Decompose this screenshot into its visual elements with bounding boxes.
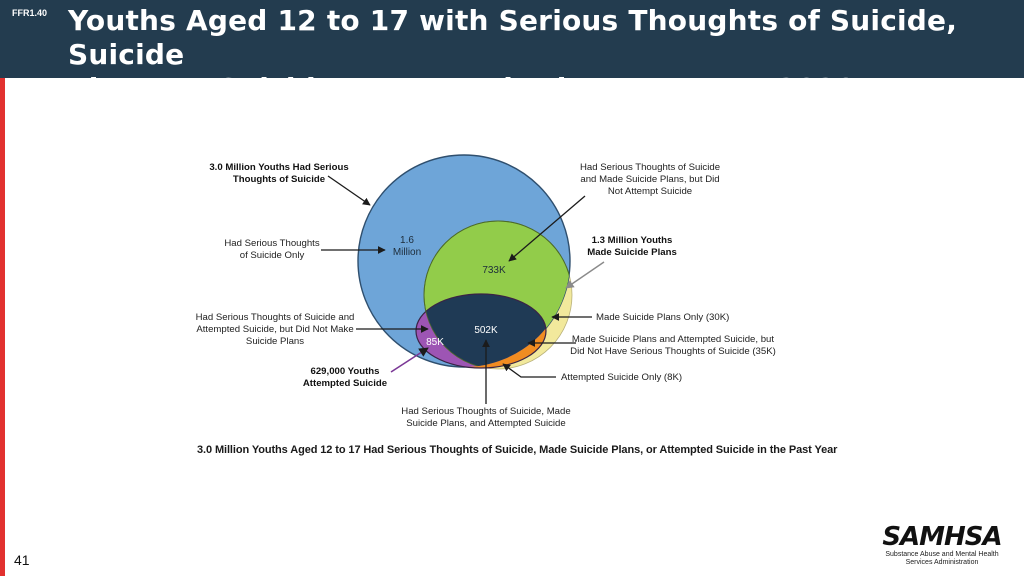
title-line-2: Plans, or Suicide Attempts in the Past Y…: [68, 72, 856, 105]
logo-subtitle-2: Services Administration: [905, 559, 979, 566]
arrow-thoughts-total: [327, 175, 371, 206]
callout-plans-total-1: 1.3 Million Youths: [592, 235, 673, 246]
thoughts-plans-value: 733K: [482, 265, 506, 276]
logo-subtitle-1: Substance Abuse and Mental Health: [885, 551, 999, 558]
callout-plans-attempt-1: Made Suicide Plans and Attempted Suicide…: [572, 334, 774, 345]
callout-thoughts-plans-2: and Made Suicide Plans, but Did: [580, 174, 719, 185]
callout-attempted-total-1: 629,000 Youths: [311, 366, 380, 377]
callout-thoughts-plans-1: Had Serious Thoughts of Suicide: [580, 162, 720, 173]
callout-thoughts-attempt-3: Suicide Plans: [246, 336, 304, 347]
callout-thoughts-total-2: Thoughts of Suicide: [233, 174, 325, 185]
thoughts-only-value-2: Million: [393, 247, 421, 258]
plans-outline: [423, 220, 570, 367]
callout-all-three-1: Had Serious Thoughts of Suicide, Made: [401, 406, 570, 417]
callout-thoughts-only-1: Had Serious Thoughts: [224, 238, 319, 249]
samhsa-logo: SAMHSA Substance Abuse and Mental Health…: [872, 523, 1012, 567]
callout-all-three-2: Suicide Plans, and Attempted Suicide: [406, 418, 565, 429]
title-line-1: Youths Aged 12 to 17 with Serious Though…: [68, 4, 958, 71]
callout-thoughts-total-1: 3.0 Million Youths Had Serious: [209, 162, 348, 173]
diagram-caption: 3.0 Million Youths Aged 12 to 17 Had Ser…: [197, 444, 838, 456]
arrow-plans-total: [565, 261, 605, 289]
header-bar: FFR1.40 Youths Aged 12 to 17 with Seriou…: [0, 0, 1024, 105]
arrow-thoughts-plans: [508, 195, 586, 262]
callout-attempted-total-2: Attempted Suicide: [303, 378, 387, 389]
attempted-outline: [415, 293, 547, 369]
arrow-attempt-only: [502, 363, 556, 378]
arrow-attempted-total: [390, 347, 429, 373]
callout-thoughts-attempt-1: Had Serious Thoughts of Suicide and: [196, 312, 355, 323]
thoughts-only-value-1: 1.6: [400, 235, 414, 246]
accent-bar: [0, 78, 5, 576]
callout-plans-total-2: Made Suicide Plans: [587, 247, 677, 258]
slide-code: FFR1.40: [12, 8, 48, 18]
page-title: Youths Aged 12 to 17 with Serious Though…: [68, 4, 1008, 106]
callout-thoughts-attempt-2: Attempted Suicide, but Did Not Make: [196, 324, 353, 335]
callout-plans-only: Made Suicide Plans Only (30K): [596, 312, 729, 323]
callout-thoughts-plans-3: Not Attempt Suicide: [608, 186, 692, 197]
callout-attempt-only: Attempted Suicide Only (8K): [561, 372, 682, 383]
all-three-value: 502K: [474, 325, 498, 336]
page-number: 41: [14, 552, 30, 568]
callout-plans-attempt-2: Did Not Have Serious Thoughts of Suicide…: [570, 346, 776, 357]
thoughts-attempt-value: 85K: [426, 337, 444, 348]
logo-wordmark: SAMHSA: [882, 522, 1002, 552]
callout-thoughts-only-2: of Suicide Only: [240, 250, 305, 261]
